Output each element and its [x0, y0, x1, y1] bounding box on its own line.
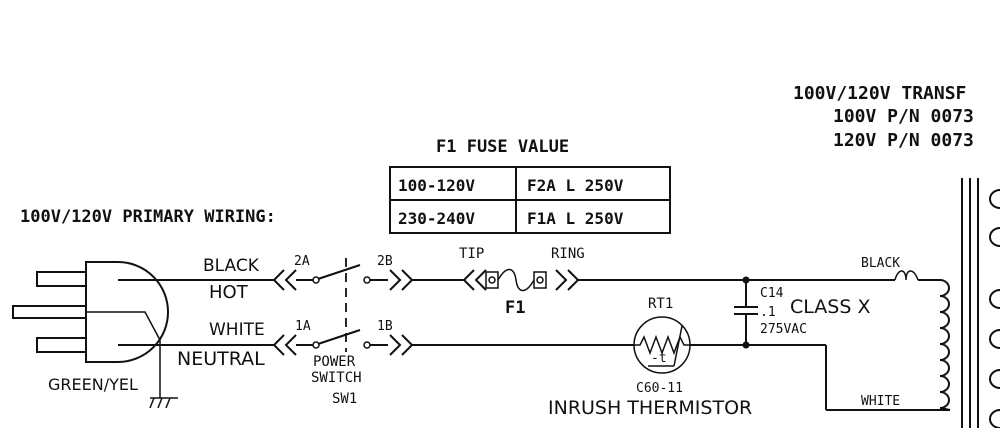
transformer-primary: BLACK WHITE	[861, 178, 1000, 428]
capacitor-rating: 275VAC	[760, 322, 807, 337]
fuse-f1: TIP RING F1	[459, 246, 585, 318]
thermistor-rt1: RT1 -t C60-11 INRUSH THERMISTOR	[548, 296, 752, 419]
inrush-thermistor-label: INRUSH THERMISTOR	[548, 397, 752, 419]
primary-winding-icon	[939, 279, 950, 409]
fuse-value-table: F1 FUSE VALUE 100-120V F2A L 250V 230-24…	[389, 137, 671, 234]
ac-plug-icon	[12, 261, 178, 409]
transformer-heading-line1: 100V/120V TRANSF	[793, 83, 966, 104]
fuse-table-title: F1 FUSE VALUE	[436, 137, 569, 157]
neutral-label: NEUTRAL	[177, 348, 265, 370]
black-wire-label: BLACK	[203, 256, 260, 276]
fuse-ring-label: RING	[551, 246, 585, 262]
wire-crossover-icon	[894, 270, 919, 281]
neutral-line	[118, 329, 950, 411]
ground-icon	[149, 397, 178, 409]
fuse-table-voltage-1: 100-120V	[398, 176, 475, 195]
power-switch-sw1: 2A 2B 1A 1B POWER SWITCH SW1	[294, 254, 393, 407]
thermistor-symbol: -t	[651, 351, 667, 366]
capacitor-designator: C14	[760, 286, 784, 301]
fuse-designator: F1	[505, 298, 525, 318]
secondary-winding-icon	[989, 189, 1000, 428]
fuse-table-voltage-2: 230-240V	[398, 209, 475, 228]
hot-label: HOT	[209, 282, 249, 303]
switch-label-switch: SWITCH	[311, 370, 362, 386]
capacitor-value: .1	[760, 305, 776, 320]
thermistor-designator: RT1	[648, 296, 673, 312]
transformer-black-label: BLACK	[861, 256, 900, 271]
switch-label-power: POWER	[313, 354, 356, 370]
hot-junction-dot	[742, 276, 750, 284]
fuse-tip-label: TIP	[459, 246, 484, 262]
transformer-heading-line2: 100V P/N 0073	[833, 106, 974, 127]
primary-wiring-heading: 100V/120V PRIMARY WIRING:	[20, 207, 276, 227]
thermistor-part: C60-11	[636, 381, 683, 396]
neutral-junction-dot	[742, 341, 750, 349]
switch-pin-1a: 1A	[295, 319, 311, 334]
white-wire-label: WHITE	[209, 320, 265, 340]
switch-pin-2b: 2B	[377, 254, 393, 269]
fuse-table-fuse-2: F1A L 250V	[527, 209, 624, 228]
capacitor-c14: C14 .1 275VAC CLASS X	[734, 276, 870, 349]
switch-designator: SW1	[332, 391, 357, 407]
class-x-label: CLASS X	[790, 296, 870, 318]
switch-pin-2a: 2A	[294, 254, 310, 269]
switch-pin-1b: 1B	[377, 319, 393, 334]
ground-wire-label: GREEN/YEL	[48, 375, 138, 394]
hot-line	[118, 264, 487, 291]
fuse-table-fuse-1: F2A L 250V	[527, 176, 624, 195]
transformer-white-label: WHITE	[861, 394, 900, 409]
transformer-heading-line3: 120V P/N 0073	[833, 130, 974, 151]
